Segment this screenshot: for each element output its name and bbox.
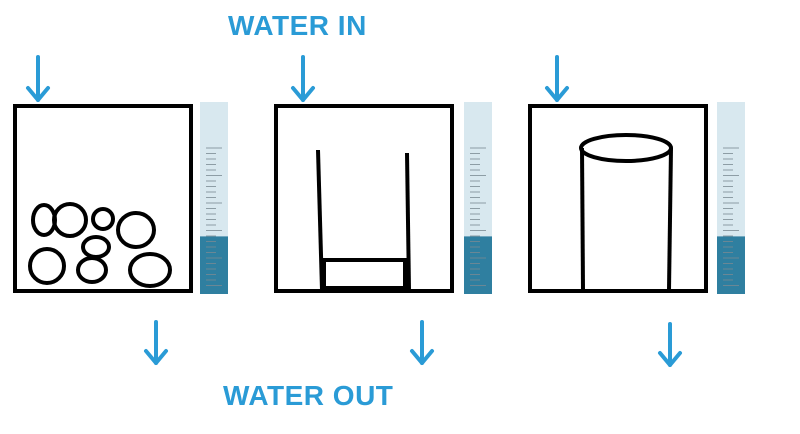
container-tray (274, 104, 454, 293)
outflow-arrow-1 (144, 320, 168, 365)
measuring-tube-cylinder (717, 102, 745, 294)
container-gravel (13, 104, 193, 293)
measuring-tube-gravel (200, 102, 228, 294)
rocks (28, 202, 172, 288)
water-out-label: WATER OUT (223, 380, 394, 411)
outflow-arrow-3 (658, 322, 682, 367)
inflow-arrow-3 (545, 55, 569, 102)
water-level (717, 236, 745, 294)
water-in-label: WATER IN (228, 10, 367, 41)
inflow-arrow-1 (26, 55, 50, 102)
measuring-tube-tray (464, 102, 492, 294)
water-level (200, 236, 228, 294)
inflow-arrow-2 (291, 55, 315, 102)
tray-box (322, 258, 407, 290)
water-level (464, 236, 492, 294)
container-cylinder (528, 104, 708, 293)
outflow-arrow-2 (410, 320, 434, 365)
